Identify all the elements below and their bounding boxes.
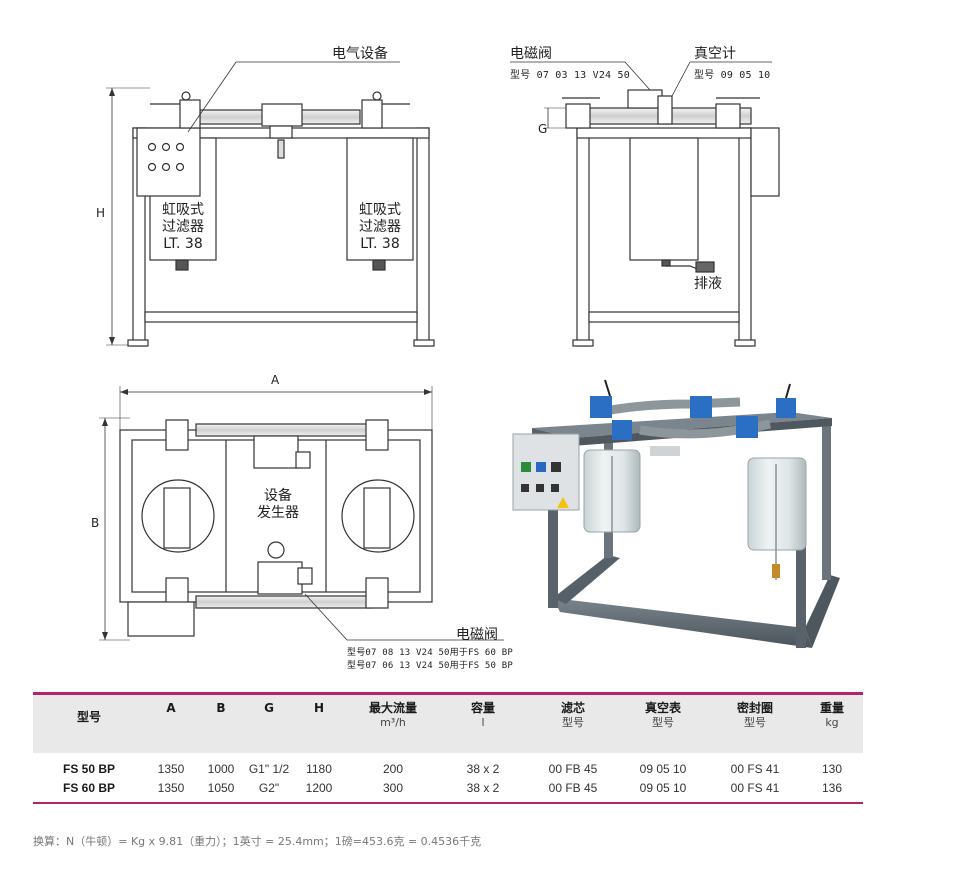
siphon-filter-right-line1: 虹吸式	[359, 202, 401, 218]
row1-max-flow: 200	[382, 762, 404, 776]
row2-capacity: 38 x 2	[466, 781, 500, 795]
table-body	[33, 753, 863, 801]
solenoid-valve-label: 电磁阀	[510, 46, 552, 62]
header-weight-unit: kg	[825, 716, 839, 729]
row2-model: FS 60 BP	[62, 781, 116, 795]
row2-max-flow: 300	[382, 781, 404, 795]
row1-a: 1350	[157, 762, 185, 776]
table-header	[33, 695, 863, 753]
header-filter-element-unit: 型号	[562, 716, 584, 729]
siphon-filter-left-line3: LT. 38	[163, 236, 203, 252]
row2-b: 1050	[207, 781, 235, 795]
row1-weight: 130	[821, 762, 843, 776]
header-a: A	[166, 701, 176, 715]
header-capacity: 容量 l	[443, 701, 523, 730]
generator-line1: 设备	[264, 488, 292, 504]
header-g: G	[264, 701, 274, 715]
row2-g: G2"	[258, 781, 280, 795]
header-capacity-title: 容量	[470, 701, 495, 715]
header-max-flow: 最大流量 m³/h	[353, 701, 433, 730]
vacuum-gauge-label: 真空计	[694, 46, 736, 62]
solenoid-valve-bottom-label: 电磁阀	[456, 627, 498, 643]
siphon-filter-left-line1: 虹吸式	[162, 202, 204, 218]
header-filter-element: 滤芯 型号	[533, 701, 613, 730]
row2-filter-element: 00 FB 45	[548, 781, 598, 795]
table-bottom-border	[33, 802, 863, 804]
table-top-border	[33, 692, 863, 695]
row1-vacuum-gauge: 09 05 10	[639, 762, 687, 776]
dimension-h: H	[96, 206, 106, 220]
row2-seal: 00 FS 41	[730, 781, 780, 795]
siphon-filter-left-line2: 过滤器	[162, 219, 204, 235]
siphon-filter-left-label: 虹吸式 过滤器 LT. 38	[152, 202, 214, 253]
row2-weight: 136	[821, 781, 843, 795]
row2-a: 1350	[157, 781, 185, 795]
header-b: B	[216, 701, 226, 715]
row1-filter-element: 00 FB 45	[548, 762, 598, 776]
header-vacuum-gauge: 真空表 型号	[623, 701, 703, 730]
dimension-g: G	[538, 122, 548, 136]
dimension-a: A	[271, 373, 280, 387]
header-vacuum-gauge-title: 真空表	[644, 701, 681, 715]
header-seal-title: 密封圈	[736, 701, 773, 715]
front-view-drawing	[106, 61, 435, 347]
dimension-b: B	[91, 516, 100, 530]
drain-label: 排液	[694, 276, 722, 292]
header-weight: 重量 kg	[807, 701, 857, 730]
row1-seal: 00 FS 41	[730, 762, 780, 776]
generator-line2: 发生器	[257, 505, 299, 521]
solenoid-valve-bottom-model-1: 型号07 08 13 V24 50用于FS 60 BP	[347, 648, 514, 658]
header-weight-title: 重量	[819, 701, 844, 715]
row1-model: FS 50 BP	[62, 762, 116, 776]
row2-h: 1200	[305, 781, 333, 795]
row2-vacuum-gauge: 09 05 10	[639, 781, 687, 795]
header-filter-element-title: 滤芯	[560, 701, 585, 715]
conversion-footnote: 换算：N（牛顿）= Kg x 9.81（重力）；1英寸 = 25.4mm；1磅=…	[33, 835, 482, 848]
siphon-filter-right-line2: 过滤器	[359, 219, 401, 235]
siphon-filter-right-line3: LT. 38	[360, 236, 400, 252]
header-seal: 密封圈 型号	[715, 701, 795, 730]
electrical-equipment-label: 电气设备	[332, 46, 388, 62]
solenoid-valve-bottom-model-2: 型号07 06 13 V24 50用于FS 50 BP	[347, 661, 514, 671]
side-view-drawing	[510, 61, 780, 347]
row1-b: 1000	[207, 762, 235, 776]
solenoid-valve-model: 型号 07 03 13 V24 50	[510, 70, 630, 81]
header-model: 型号	[76, 710, 101, 724]
header-h: H	[313, 701, 325, 715]
header-max-flow-title: 最大流量	[368, 701, 417, 715]
siphon-filter-right-label: 虹吸式 过滤器 LT. 38	[349, 202, 411, 253]
row1-g: G1" 1/2	[248, 762, 290, 776]
header-vacuum-gauge-unit: 型号	[652, 716, 674, 729]
vacuum-gauge-model: 型号 09 05 10	[694, 70, 771, 81]
technical-drawings	[99, 61, 840, 648]
header-max-flow-unit: m³/h	[380, 716, 406, 729]
generator-label: 设备 发生器	[248, 488, 308, 522]
header-seal-unit: 型号	[744, 716, 766, 729]
header-capacity-unit: l	[481, 716, 485, 729]
row1-capacity: 38 x 2	[466, 762, 500, 776]
row1-h: 1180	[306, 762, 332, 776]
product-photo	[512, 379, 840, 648]
top-view-drawing	[99, 386, 504, 641]
